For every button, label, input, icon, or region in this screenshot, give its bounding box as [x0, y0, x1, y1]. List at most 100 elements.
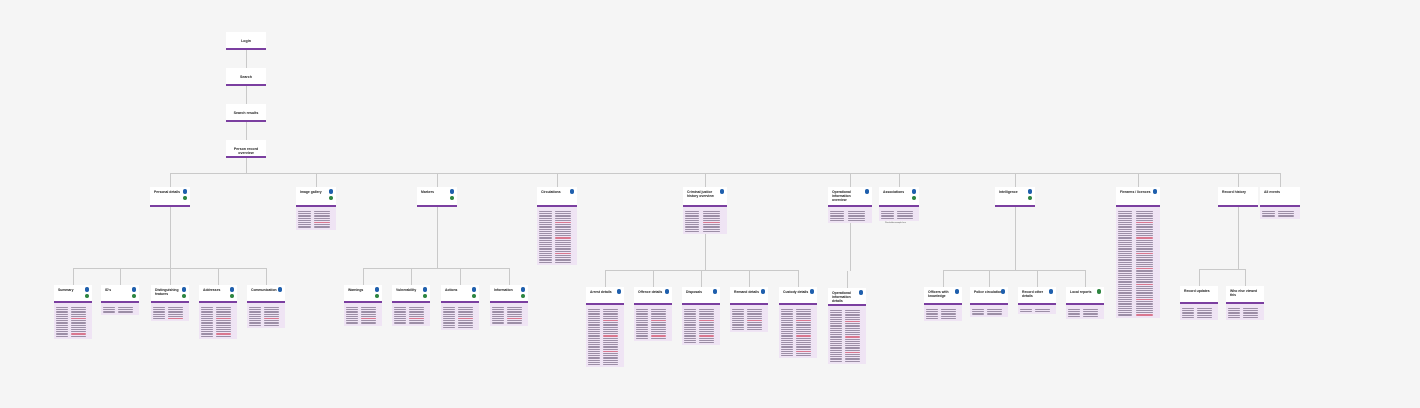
node-image-gallery[interactable]: Image gallery [296, 187, 336, 207]
table-cell [781, 322, 794, 324]
table-cell [848, 213, 865, 215]
info-badge-icon [569, 189, 574, 194]
table-cell [699, 309, 714, 311]
check-badge-icon [374, 293, 379, 298]
table-cell [1197, 308, 1212, 310]
node-arrest-details[interactable]: Arrest details [586, 287, 624, 305]
table-cell [555, 244, 571, 246]
table-cell [781, 324, 794, 326]
node-vulnerability[interactable]: Vulnerability [392, 285, 430, 303]
table-cell [118, 307, 133, 309]
table-cell [1228, 316, 1241, 318]
table-cell [1136, 239, 1153, 241]
node-warnings[interactable]: Warnings [344, 285, 382, 303]
node-information[interactable]: Information [490, 285, 528, 303]
table-cell [216, 318, 231, 320]
node-record-history[interactable]: Record history [1218, 187, 1258, 207]
node-record-other-details[interactable]: Record other details [1018, 287, 1056, 305]
table-cell [636, 326, 649, 328]
table-cell [684, 317, 697, 319]
node-title: Information [494, 288, 513, 292]
node-who-else-viewed-this[interactable]: Who else viewed this [1226, 286, 1264, 304]
table-cell [346, 307, 359, 309]
table-cell [539, 259, 552, 261]
table-cell [555, 230, 571, 232]
table-cell [216, 311, 231, 313]
node-title: Remand details [734, 290, 760, 294]
table-cell [346, 315, 359, 317]
node-distinguishing-features[interactable]: Distinguishing features [151, 285, 189, 303]
table-cell [298, 211, 311, 213]
table-cell [56, 309, 69, 311]
node-offence-details[interactable]: Offence details [634, 287, 672, 305]
node-all-events[interactable]: All events [1260, 187, 1300, 207]
node-operational-information-details[interactable]: Operational information details [828, 288, 866, 306]
node-actions[interactable]: Actions [441, 285, 479, 303]
table-cell [588, 317, 601, 319]
node-custody-details[interactable]: Custody details [779, 287, 817, 305]
table-cell [539, 237, 552, 239]
table-cell [941, 313, 956, 315]
check-badge-icon [182, 195, 187, 200]
check-badge-icon [911, 195, 916, 200]
node-local-reports[interactable]: Local reports [1066, 287, 1104, 305]
table-cell [409, 313, 424, 315]
table-cell [1243, 316, 1258, 318]
node-remand-details[interactable]: Remand details [730, 287, 768, 305]
node-login[interactable]: Login [226, 32, 266, 50]
table-cell [71, 313, 86, 315]
table-cell [926, 317, 939, 319]
table-cell [539, 230, 552, 232]
table-cell [588, 350, 601, 352]
table-cell [216, 309, 231, 311]
table-cell [1118, 285, 1133, 287]
table-cell [781, 337, 794, 339]
table-cell [1118, 279, 1133, 281]
table-cell [651, 315, 666, 317]
node-title: Login [241, 39, 251, 43]
node-communication[interactable]: Communication [247, 285, 285, 303]
node-circulations[interactable]: Circulations [537, 187, 577, 207]
table-cell [747, 320, 762, 322]
check-badge-icon [229, 293, 234, 298]
table-cell [153, 315, 166, 317]
node-criminal-justice-history-overview[interactable]: Criminal justice history overview [683, 187, 727, 207]
connector-line [218, 268, 219, 285]
node-addresses[interactable]: Addresses [199, 285, 237, 303]
node-person-record-overview[interactable]: Person record overview [226, 140, 266, 158]
node-police-circulations[interactable]: Police circulations [970, 287, 1008, 305]
table-cell [926, 309, 939, 311]
table-cell [361, 307, 376, 309]
table-cell [1136, 222, 1153, 224]
node-personal-details[interactable]: Personal details [150, 187, 190, 207]
table-cell [732, 326, 745, 328]
node-title: Distinguishing features [155, 288, 179, 296]
node-associations[interactable]: Associations [879, 187, 919, 207]
node-officers-with-knowledge[interactable]: Officers with knowledge [924, 287, 962, 305]
node-markers[interactable]: Markers [417, 187, 457, 207]
field-table [392, 303, 430, 326]
table-cell [298, 219, 311, 221]
node-summary[interactable]: Summary [54, 285, 92, 303]
table-cell [1136, 244, 1153, 246]
table-cell [796, 328, 811, 330]
node-operational-information-overview[interactable]: Operational information overview [828, 187, 872, 207]
node-search-results[interactable]: Search results [226, 104, 266, 122]
check-badge-icon [1027, 195, 1032, 200]
node-search[interactable]: Search [226, 68, 266, 86]
table-cell [314, 226, 330, 228]
node-id-s[interactable]: ID's [101, 285, 139, 303]
table-cell [732, 311, 745, 313]
table-cell [684, 342, 697, 344]
check-badge-icon [1096, 289, 1101, 294]
node-intelligence[interactable]: Intelligence [995, 187, 1035, 207]
check-badge-icon [84, 293, 89, 298]
node-disposals[interactable]: Disposals [682, 287, 720, 305]
table-cell [830, 215, 845, 217]
table-cell [1136, 312, 1153, 314]
node-firearms-licences[interactable]: Firearms / licences [1116, 187, 1160, 207]
table-cell [703, 219, 720, 221]
node-record-updates[interactable]: Record updates [1180, 286, 1218, 304]
table-cell [507, 313, 522, 315]
table-cell [684, 326, 697, 328]
